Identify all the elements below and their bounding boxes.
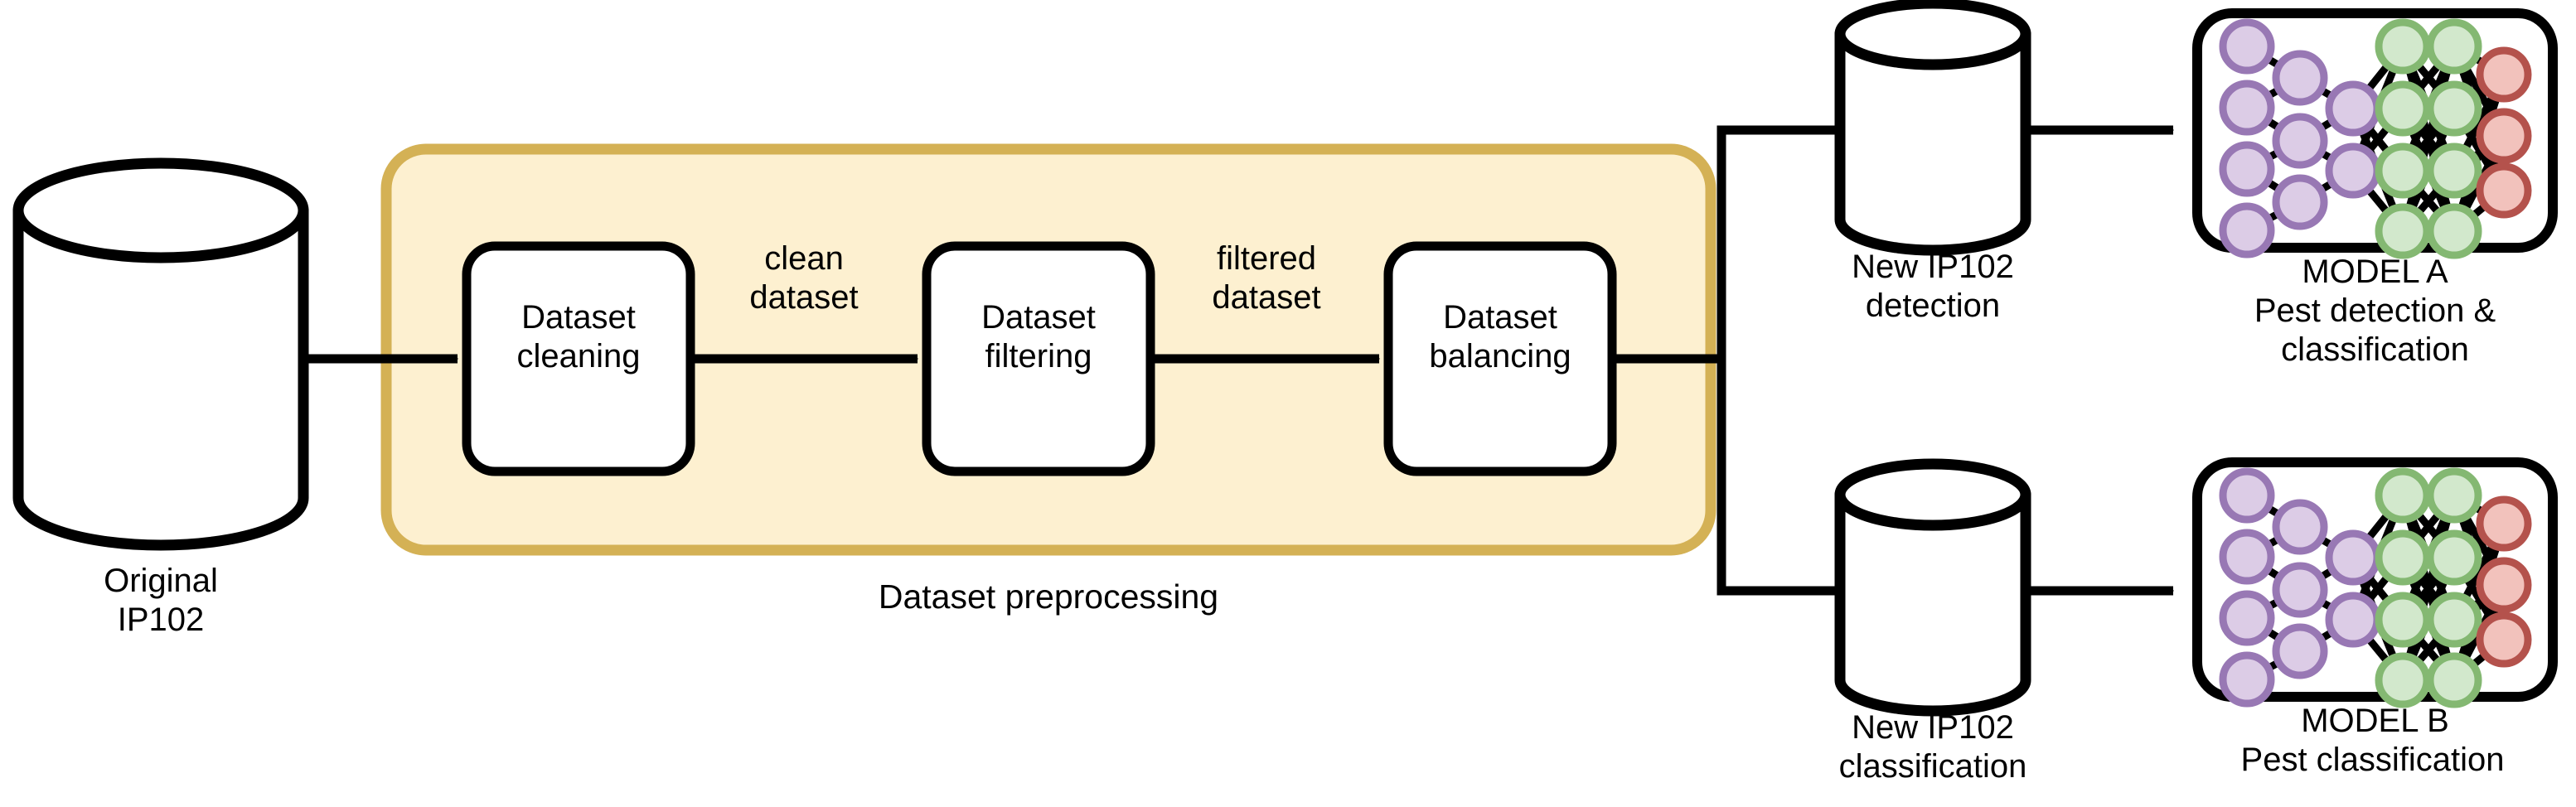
model-b-description: Pest classification xyxy=(2240,742,2505,778)
model-a-neural-network-icon xyxy=(2219,18,2532,259)
model-b-name: MODEL B xyxy=(2301,703,2449,739)
source-cylinder-icon xyxy=(12,157,309,551)
preprocessing-group-label: Dataset preprocessing xyxy=(878,577,1219,616)
stage-label-filtering: Dataset filtering xyxy=(981,299,1096,375)
output-cylinder-detection-icon xyxy=(1834,0,2031,256)
model-b-neural-network-icon xyxy=(2219,467,2532,708)
stage-label-cleaning: Dataset cleaning xyxy=(516,299,641,375)
model-a-name: MODEL A xyxy=(2302,254,2448,290)
source-label: Original IP102 xyxy=(104,563,218,639)
stage-label-balancing: Dataset balancing xyxy=(1429,299,1571,375)
branch-to-detection xyxy=(1717,125,1844,359)
output-label-classification: New IP102 classification xyxy=(1838,709,2027,785)
output-cylinder-classification-icon xyxy=(1834,458,2031,717)
output-label-detection: New IP102 detection xyxy=(1852,249,2014,325)
branch-to-classification xyxy=(1717,359,1844,596)
edge-label-filtered-dataset: filtered dataset xyxy=(1212,240,1321,317)
model-a-description: Pest detection & classification xyxy=(2254,292,2496,369)
edge-label-clean-dataset: clean dataset xyxy=(749,240,859,317)
